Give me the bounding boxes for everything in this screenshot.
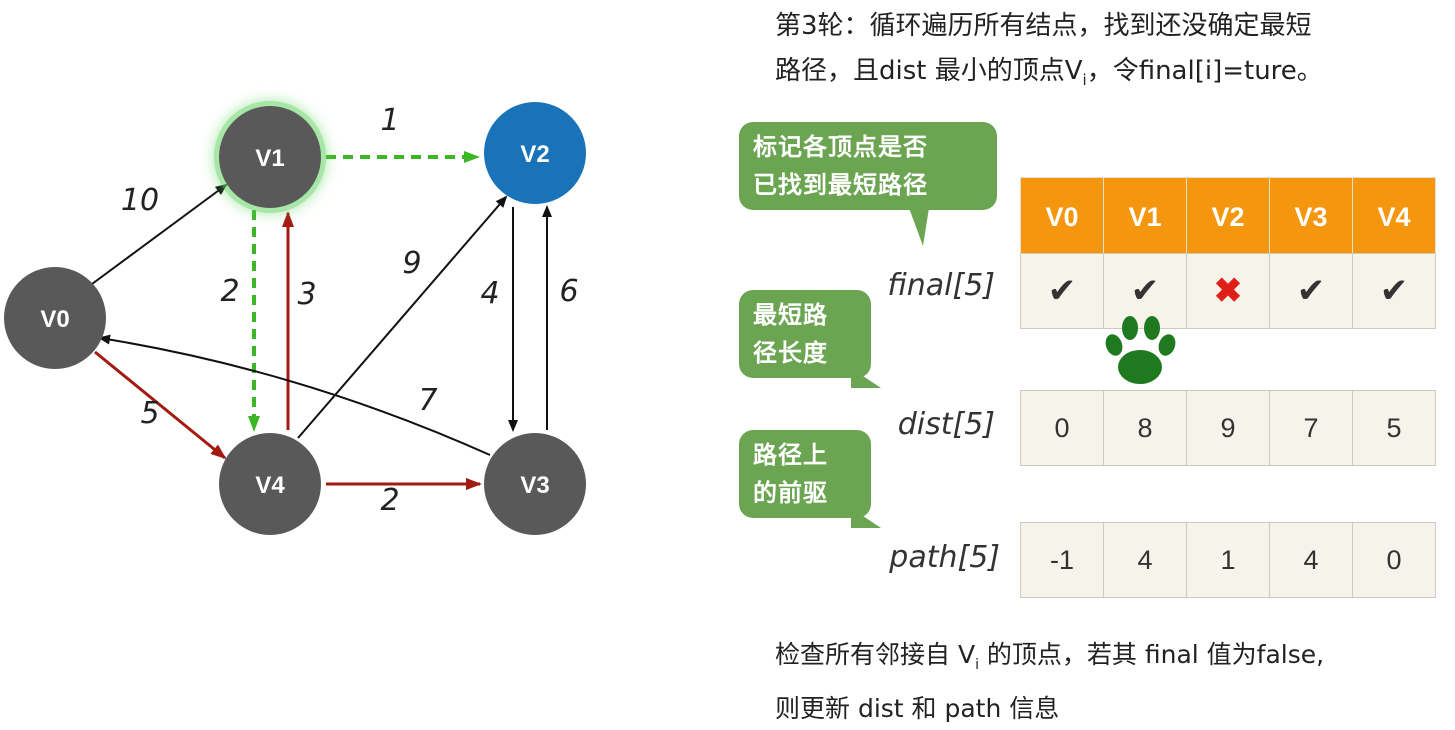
edge-v4-v2: [297, 195, 508, 439]
header-cell: V3: [1269, 177, 1353, 257]
dist-row-label: dist[5]: [897, 407, 995, 442]
dist-cell: 9: [1186, 390, 1270, 466]
edge-weight-v2-v3: 4: [480, 276, 499, 311]
footer-line1-suffix: 的顶点，若其 final 值为false,: [978, 640, 1325, 669]
final-cell: ✔: [1352, 253, 1436, 329]
header-cell: V4: [1352, 177, 1436, 257]
footer-line1-subscript: i: [975, 657, 979, 673]
step-line2-suffix: ，令final[i]=ture。: [1086, 56, 1323, 86]
node-label: V2: [520, 141, 549, 168]
path-callout-line1: 路径上: [753, 441, 828, 469]
check-icon: ✔: [1047, 272, 1077, 310]
node-circle: [219, 433, 321, 535]
path-cell: -1: [1020, 522, 1104, 598]
node-circle: [484, 102, 586, 204]
footer-line1-prefix: 检查所有邻接自 V: [775, 640, 976, 669]
path-callout-line2: 的前驱: [753, 479, 828, 507]
edge-weight-v4-v1: 3: [297, 277, 316, 312]
step-line2-subscript: i: [1082, 71, 1087, 90]
path-callout: 路径上 的前驱: [739, 430, 881, 528]
dist-cell: 5: [1352, 390, 1436, 466]
update-description: 检查所有邻接自 Vi 的顶点，若其 final 值为false, 则更新 dis…: [775, 633, 1455, 730]
node-label: V4: [255, 472, 285, 499]
update-description-line2: 则更新 dist 和 path 信息: [775, 694, 1060, 723]
final-cell: ✔: [1020, 253, 1104, 329]
dist-callout-tail: [851, 368, 881, 388]
dist-callout: 最短路 径长度: [739, 290, 881, 388]
check-icon: ✔: [1130, 272, 1160, 310]
vertex-header-row: V0 V1 V2 V3 V4: [1020, 177, 1436, 257]
node-v4: V4: [219, 433, 321, 535]
final-callout-line2: 已找到最短路径: [753, 171, 928, 199]
check-icon: ✔: [1296, 272, 1326, 310]
edge-v0-v1: [91, 183, 228, 285]
node-v2: V2: [484, 102, 586, 204]
step-description: 第3轮：循环遍历所有结点，找到还没确定最短 路径，且dist 最小的顶点Vi，令…: [775, 4, 1450, 103]
node-circle: [484, 433, 586, 535]
final-row-label: final[5]: [887, 268, 995, 303]
final-cell: ✔: [1103, 253, 1187, 329]
dist-callout-line1: 最短路: [753, 301, 828, 329]
header-cell: V1: [1103, 177, 1187, 257]
edge-weight-v3-v0: 7: [418, 383, 437, 418]
node-label: V1: [255, 145, 284, 172]
dist-cell: 8: [1103, 390, 1187, 466]
paw-icon: [1105, 316, 1176, 384]
dist-array-row: 0 8 9 7 5: [1020, 390, 1436, 466]
dist-cell: 0: [1020, 390, 1104, 466]
check-icon: ✔: [1379, 272, 1409, 310]
edge-v0-v4: [94, 350, 227, 460]
path-array-row: -1 4 1 4 0: [1020, 522, 1436, 598]
edge-weight-v4-v3: 2: [380, 483, 399, 518]
dist-callout-line2: 径长度: [753, 339, 828, 367]
step-description-line2: 路径，且dist 最小的顶点Vi，令final[i]=ture。: [775, 49, 1450, 103]
final-array-row: ✔ ✔ ✖ ✔ ✔: [1020, 253, 1436, 329]
edge-weight-v4-v2: 9: [402, 246, 421, 281]
edge-weight-v0-v4: 5: [140, 396, 159, 431]
node-label: V0: [40, 306, 69, 333]
node-circle: [219, 106, 321, 208]
edge-v3-v0: [98, 334, 491, 456]
node-v1: V1: [214, 101, 326, 213]
header-cell: V0: [1020, 177, 1104, 257]
final-callout-tail: [909, 208, 929, 246]
path-cell: 4: [1269, 522, 1353, 598]
edge-weight-v1-v2: 1: [380, 103, 399, 138]
final-cell: ✖: [1186, 253, 1270, 329]
node-circle: [4, 267, 106, 369]
header-cell: V2: [1186, 177, 1270, 257]
node-label: V3: [520, 472, 549, 499]
step-line2-prefix: 路径，且dist 最小的顶点V: [775, 56, 1083, 86]
path-callout-tail: [851, 508, 881, 528]
path-cell: 1: [1186, 522, 1270, 598]
dist-cell: 7: [1269, 390, 1353, 466]
edge-weight-v3-v2: 6: [559, 274, 578, 309]
edge-weight-v0-v1: 10: [121, 183, 159, 218]
step-description-line1: 第3轮：循环遍历所有结点，找到还没确定最短: [775, 11, 1312, 41]
path-row-label: path[5]: [889, 540, 1000, 575]
node-v3: V3: [484, 433, 586, 535]
final-callout-line1: 标记各顶点是否: [753, 133, 928, 161]
path-cell: 4: [1103, 522, 1187, 598]
path-cell: 0: [1352, 522, 1436, 598]
final-cell: ✔: [1269, 253, 1353, 329]
edge-weight-v1-v4: 2: [220, 274, 239, 309]
final-callout: 标记各顶点是否 已找到最短路径: [739, 122, 997, 246]
node-v0: V0: [4, 267, 106, 369]
cross-icon: ✖: [1213, 272, 1243, 310]
update-description-line1: 检查所有邻接自 Vi 的顶点，若其 final 值为false,: [775, 633, 1455, 687]
